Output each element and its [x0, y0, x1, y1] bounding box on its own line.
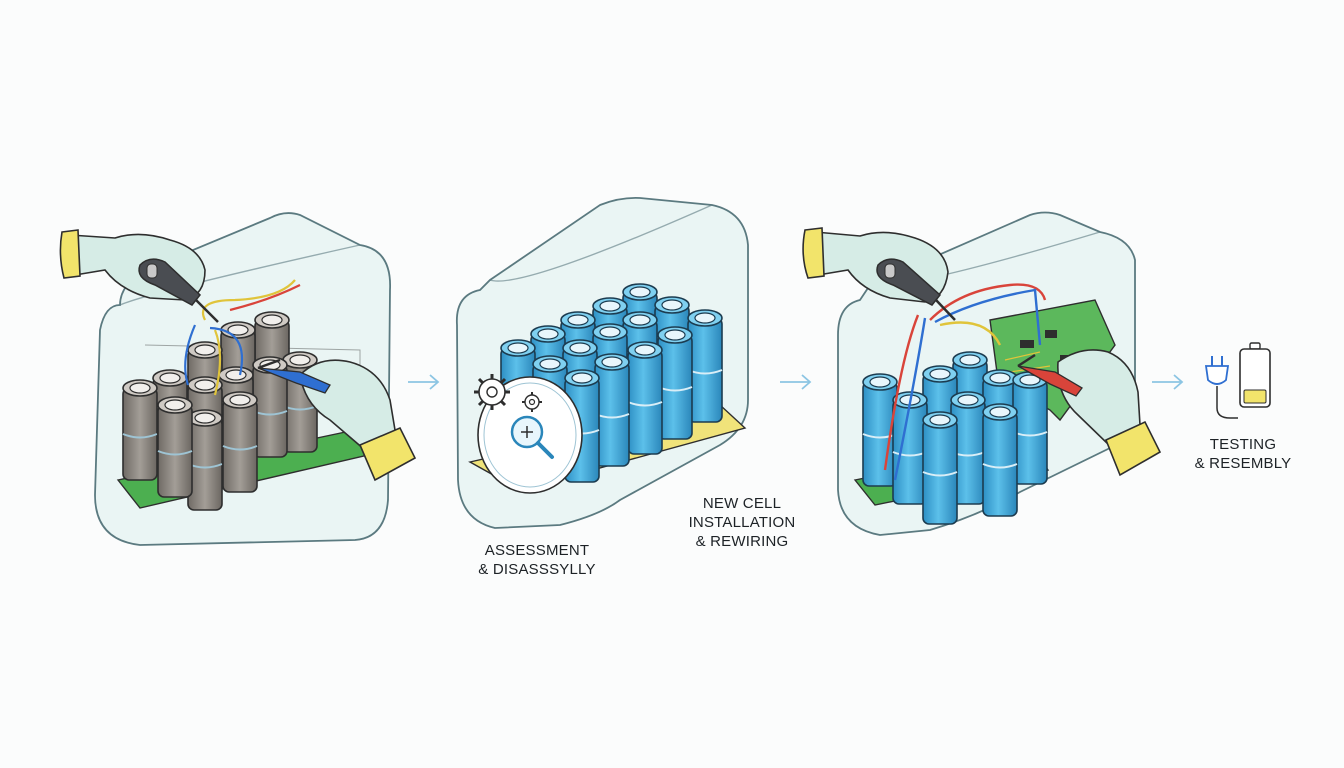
step-4-label-line-2: & RESEMBLY — [1194, 455, 1292, 472]
step-2-label-line-2: INSTALLATION — [688, 514, 796, 531]
arrow-right-icon — [1152, 374, 1184, 390]
battery-level-icon — [1239, 342, 1271, 408]
arrow-right-icon — [408, 374, 440, 390]
step-4-label: TESTING & RESEMBLY — [1183, 435, 1303, 473]
step-1-label: ASSESSMENT & DISASSSYLLY — [462, 541, 612, 579]
magnifier-icon — [510, 415, 554, 459]
step-1-label-line-1: ASSESSMENT — [484, 542, 590, 559]
pliers-icon — [1017, 353, 1083, 397]
step-1-assessment-illustration — [59, 212, 417, 546]
step-4-label-line-1: TESTING — [1209, 436, 1277, 453]
plug-icon — [1204, 356, 1238, 419]
step-3-rewiring-illustration — [802, 211, 1162, 536]
step-2-new-cells-illustration — [456, 196, 749, 529]
gear-icon — [474, 374, 510, 410]
gloved-hand-icon — [1057, 349, 1162, 477]
step-1-label-line-2: & DISASSSYLLY — [478, 561, 596, 578]
soldering-iron-icon — [876, 258, 956, 321]
step-2-label: NEW CELL INSTALLATION & REWIRING — [672, 494, 812, 551]
pliers-icon — [257, 358, 331, 394]
step-2-label-line-1: NEW CELL — [702, 495, 782, 512]
arrow-right-icon — [780, 374, 812, 390]
wires — [883, 283, 1047, 481]
step-2-label-line-3: & REWIRING — [695, 533, 789, 550]
gear-icon — [522, 392, 542, 412]
soldering-iron-icon — [138, 258, 219, 323]
